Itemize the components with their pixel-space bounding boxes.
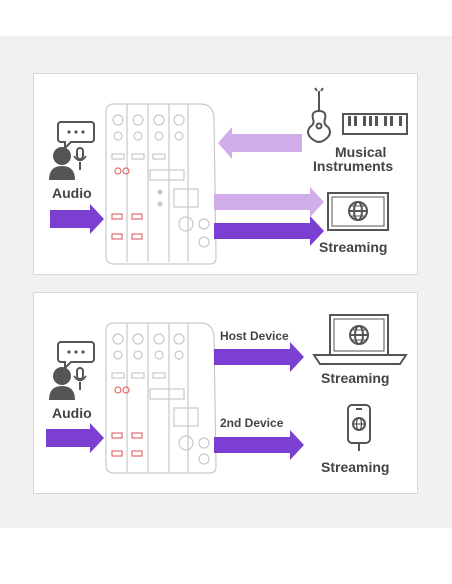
setup-diagram-1 xyxy=(49,87,408,265)
second-device-arrow xyxy=(214,430,304,460)
audio-input-arrow xyxy=(50,204,104,234)
streaming-label: Streaming xyxy=(319,239,388,255)
dual-device-panel: Audio Host Device 2nd Device Streaming S… xyxy=(33,292,418,494)
person-mic-icon xyxy=(49,147,87,180)
audio-label: Audio xyxy=(52,185,92,201)
host-device-label: Host Device xyxy=(220,329,289,343)
streaming-label-laptop: Streaming xyxy=(321,370,390,386)
mixer-icon xyxy=(105,322,217,474)
streaming-label-phone: Streaming xyxy=(321,459,390,475)
guitar-icon xyxy=(307,87,331,144)
streaming-output-arrow-dark xyxy=(214,216,324,246)
audio-label: Audio xyxy=(52,405,92,421)
speech-bubble-icon xyxy=(57,121,95,151)
instruments-input-arrow xyxy=(218,127,302,159)
instruments-label-line1: Musical xyxy=(335,144,387,160)
streaming-output-arrow-light xyxy=(214,187,324,217)
keyboard-icon xyxy=(342,113,408,135)
audio-input-arrow xyxy=(46,423,104,453)
host-device-arrow xyxy=(214,342,304,372)
instruments-label-line2: Instruments xyxy=(313,158,394,174)
second-device-label: 2nd Device xyxy=(220,416,284,430)
phone-globe-icon xyxy=(347,404,371,451)
speech-bubble-icon xyxy=(57,341,95,371)
monitor-globe-icon xyxy=(327,192,389,231)
setup-diagram-2 xyxy=(46,314,408,474)
person-mic-icon xyxy=(49,367,87,400)
streaming-setup-panel: Audio Musical Instruments Streaming xyxy=(33,73,418,275)
mixer-icon xyxy=(105,103,217,265)
laptop-globe-icon xyxy=(312,314,408,365)
